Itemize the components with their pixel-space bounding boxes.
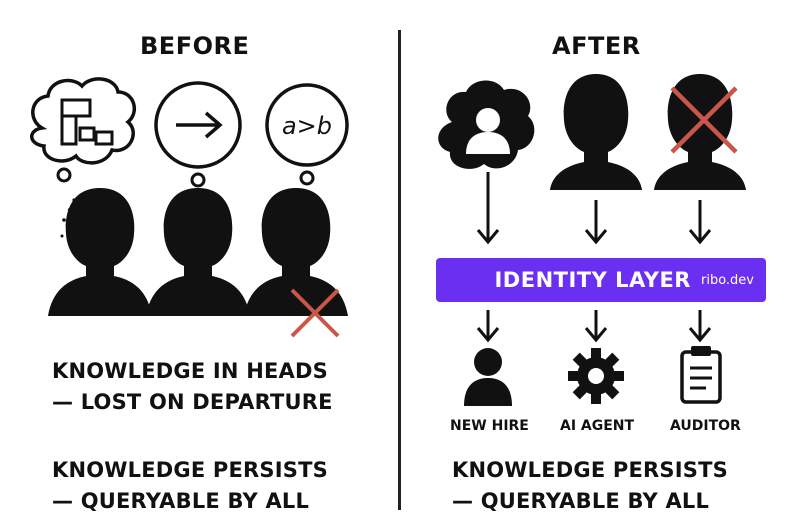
person-icon	[146, 188, 250, 316]
before-caption-line-1: KNOWLEDGE IN HEADS	[52, 359, 328, 383]
person-icon	[464, 348, 512, 406]
before-caption-line-3: KNOWLEDGE PERSISTS	[52, 458, 328, 482]
thought-bubble-diagram-icon	[30, 77, 137, 183]
identity-layer-title: IDENTITY LAYER	[494, 268, 691, 292]
person-cloud-icon	[438, 80, 535, 169]
before-heading: BEFORE	[140, 32, 250, 60]
before-caption-line-2: — LOST ON DEPARTURE	[52, 390, 333, 414]
role-label-auditor: AUDITOR	[670, 418, 741, 434]
role-label-ai-agent: AI AGENT	[560, 418, 635, 434]
arrow-down-icon	[688, 310, 712, 343]
arrow-down-icon	[476, 310, 500, 343]
person-icon	[48, 188, 152, 316]
after-heading: AFTER	[552, 32, 641, 60]
after-illustration	[438, 74, 746, 406]
arrow-down-icon	[476, 172, 500, 245]
arrow-down-icon	[584, 200, 608, 245]
thought-bubble-arrow-icon	[154, 81, 242, 188]
after-caption-line-2: — QUERYABLE BY ALL	[452, 489, 710, 513]
before-illustration: a>b	[30, 77, 349, 338]
cross-icon	[670, 86, 738, 154]
after-caption-line-1: KNOWLEDGE PERSISTS	[452, 458, 728, 482]
identity-layer-bar: IDENTITY LAYER ribo.dev	[436, 258, 766, 302]
role-label-new-hire: NEW HIRE	[450, 418, 529, 434]
column-divider	[398, 30, 401, 510]
person-icon	[244, 188, 348, 316]
clipboard-icon	[680, 346, 722, 404]
arrow-down-icon	[584, 310, 608, 343]
person-icon	[550, 74, 642, 190]
arrow-down-icon	[688, 200, 712, 245]
identity-layer-domain: ribo.dev	[700, 272, 754, 288]
before-caption-line-4: — QUERYABLE BY ALL	[52, 489, 310, 513]
thought-bubble-logic-icon: a>b	[265, 83, 349, 186]
gear-icon	[568, 348, 624, 404]
bubble-logic-text: a>b	[282, 112, 332, 140]
cross-icon	[290, 288, 340, 338]
